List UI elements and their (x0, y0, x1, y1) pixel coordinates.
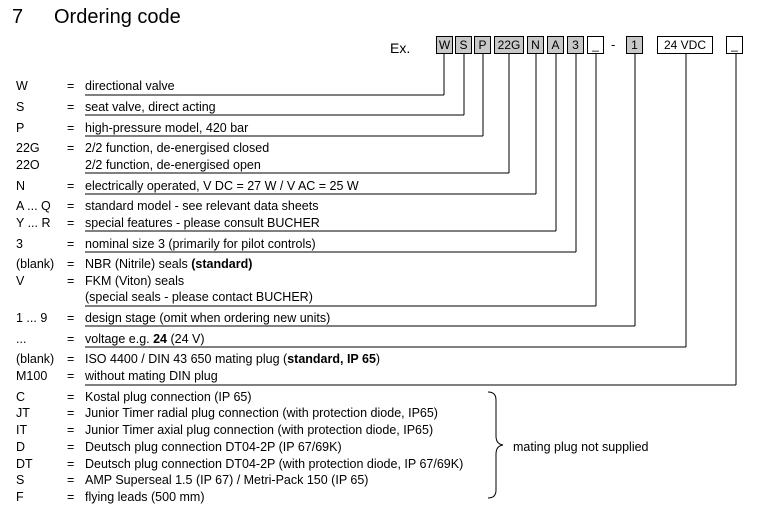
desc-nbr-seals: NBR (Nitrile) seals (standard) (85, 257, 253, 271)
section-title: Ordering code (54, 6, 181, 28)
equals-sign: = (67, 406, 75, 420)
equals-sign: = (67, 490, 75, 504)
desc-y-r: special features - please consult BUCHER (85, 216, 320, 230)
desc-s: seat valve, direct acting (85, 100, 216, 114)
desc-kostal: Kostal plug connection (IP 65) (85, 390, 252, 404)
desc-junior-axial: Junior Timer axial plug connection (with… (85, 423, 434, 437)
equals-sign: = (67, 237, 75, 251)
equals-sign: = (67, 423, 75, 437)
desc-voltage: voltage e.g. 24 (24 V) (85, 332, 205, 346)
code-y-r: Y ... R (16, 216, 51, 230)
code-c: C (16, 390, 26, 404)
desc-deutsch-diode: Deutsch plug connection DT04-2P (with pr… (85, 457, 464, 471)
desc-amp: AMP Superseal 1.5 (IP 67) / Metri-Pack 1… (85, 473, 369, 487)
desc-flying-leads: flying leads (500 mm) (85, 490, 205, 504)
brace-note: mating plug not supplied (513, 440, 649, 454)
code-w: W (16, 79, 28, 93)
code-dt: DT (16, 457, 33, 471)
equals-sign: = (67, 457, 75, 471)
code-22g: 22G (16, 141, 40, 155)
equals-sign: = (67, 369, 75, 383)
equals-sign: = (67, 121, 75, 135)
code-box-a: A (547, 36, 564, 54)
equals-sign: = (67, 274, 75, 288)
code-it: IT (16, 423, 28, 437)
desc-design-stage: design stage (omit when ordering new uni… (85, 311, 331, 325)
code-d: D (16, 440, 26, 454)
equals-sign: = (67, 257, 75, 271)
code-box-voltage: 24 VDC (657, 36, 713, 54)
code-jt: JT (16, 406, 30, 420)
equals-sign: = (67, 352, 75, 366)
desc-3: nominal size 3 (primarily for pilot cont… (85, 237, 316, 251)
desc-22g: 2/2 function, de-energised closed (85, 141, 270, 155)
code-box-plug: _ (726, 36, 743, 54)
desc-special-seals: (special seals - please contact BUCHER) (85, 290, 313, 304)
equals-sign: = (67, 216, 75, 230)
desc-n: electrically operated, V DC = 27 W / V A… (85, 179, 359, 193)
code-box-3: 3 (567, 36, 584, 54)
code-1-9: 1 ... 9 (16, 311, 48, 325)
code-box-22g: 22G (494, 36, 524, 54)
code-n: N (16, 179, 26, 193)
equals-sign: = (67, 311, 75, 325)
equals-sign: = (67, 179, 75, 193)
code-s: S (16, 100, 25, 114)
desc-deutsch: Deutsch plug connection DT04-2P (IP 67/6… (85, 440, 342, 454)
code-s-amp: S (16, 473, 25, 487)
code-separator: - (611, 37, 616, 52)
section-heading: 7 Ordering code (12, 6, 181, 29)
example-label: Ex. (390, 40, 411, 56)
equals-sign: = (67, 141, 75, 155)
desc-m100: without mating DIN plug (85, 369, 218, 383)
code-v: V (16, 274, 25, 288)
desc-junior-radial: Junior Timer radial plug connection (wit… (85, 406, 438, 420)
equals-sign: = (67, 199, 75, 213)
code-box-p: P (474, 36, 491, 54)
equals-sign: = (67, 390, 75, 404)
code-22o: 22O (16, 158, 40, 172)
code-box-s: S (455, 36, 472, 54)
code-box-seals: _ (587, 36, 604, 54)
code-box-w: W (436, 36, 453, 54)
code-3: 3 (16, 237, 23, 251)
code-blank-seals: (blank) (16, 257, 55, 271)
code-a-q: A ... Q (16, 199, 51, 213)
desc-fkm-seals: FKM (Viton) seals (85, 274, 185, 288)
code-voltage: ... (16, 332, 27, 346)
equals-sign: = (67, 440, 75, 454)
equals-sign: = (67, 473, 75, 487)
desc-22o: 2/2 function, de-energised open (85, 158, 261, 172)
desc-w: directional valve (85, 79, 175, 93)
code-f: F (16, 490, 24, 504)
code-m100: M100 (16, 369, 48, 383)
code-box-n: N (527, 36, 544, 54)
equals-sign: = (67, 79, 75, 93)
code-blank-plug: (blank) (16, 352, 55, 366)
code-p: P (16, 121, 25, 135)
equals-sign: = (67, 332, 75, 346)
desc-iso-plug: ISO 4400 / DIN 43 650 mating plug (stand… (85, 352, 381, 366)
desc-a-q: standard model - see relevant data sheet… (85, 199, 319, 213)
section-number: 7 (12, 6, 24, 28)
equals-sign: = (67, 100, 75, 114)
code-box-design-stage: 1 (626, 36, 643, 54)
desc-p: high-pressure model, 420 bar (85, 121, 249, 135)
